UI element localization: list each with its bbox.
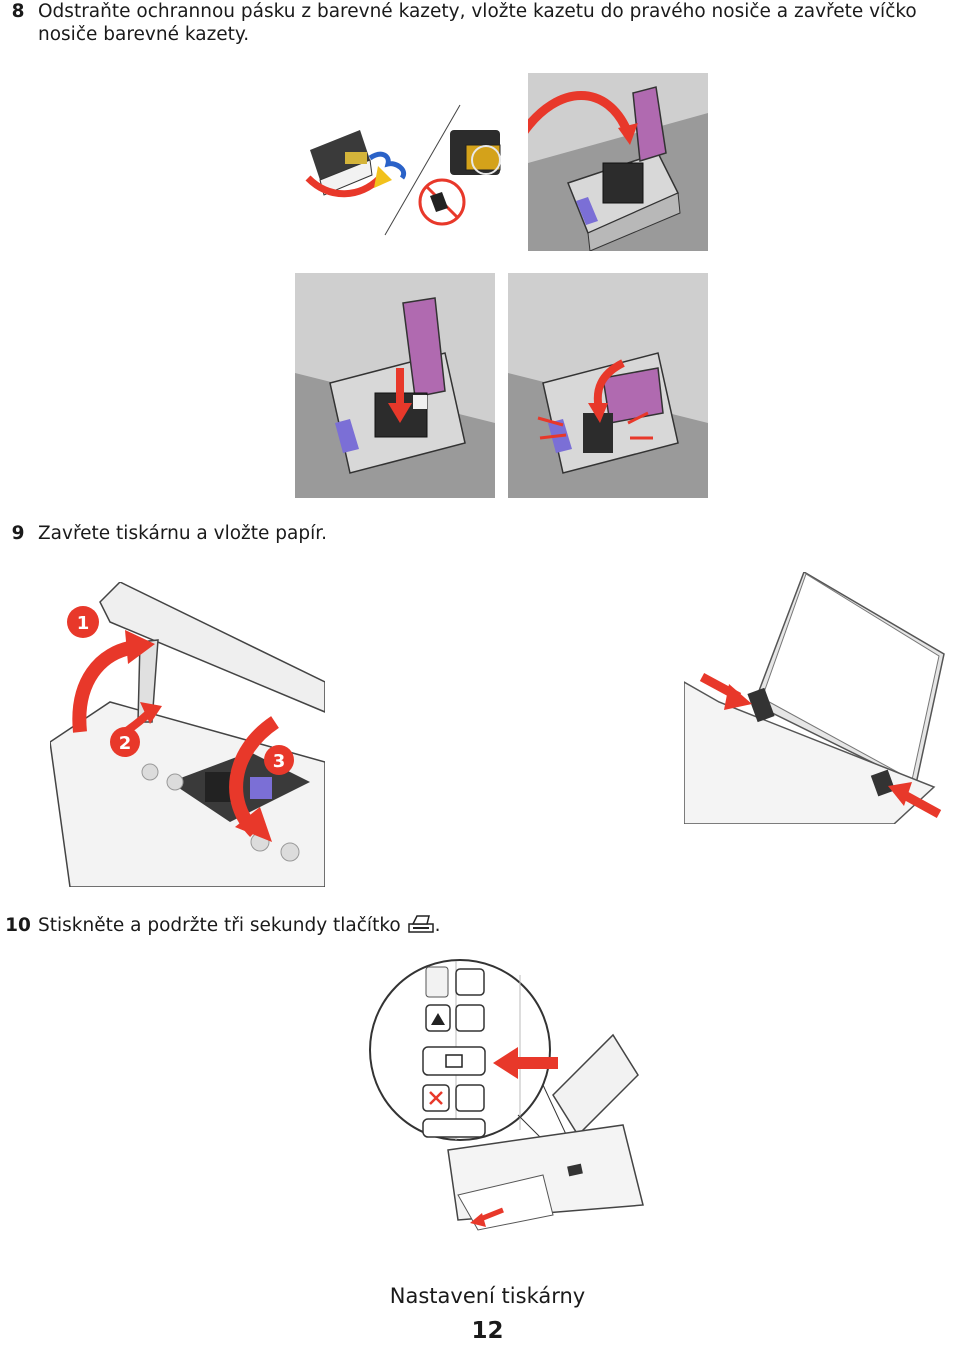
section-footer-title: Nastavení tiskárny xyxy=(389,1284,586,1308)
carrier-insert-illustration xyxy=(528,73,708,251)
press-button-illustration xyxy=(368,955,648,1240)
step-text: Stiskněte a podržte tři sekundy tlačítko… xyxy=(38,914,441,936)
callout-3: 3 xyxy=(264,745,294,775)
step-text: Odstraňte ochrannou pásku z barevné kaze… xyxy=(38,1,917,45)
step-number: 9 xyxy=(11,523,25,544)
step-number: 8 xyxy=(11,1,25,22)
svg-text:2: 2 xyxy=(119,733,132,754)
page-number: 12 xyxy=(471,1318,504,1344)
load-paper-illustration xyxy=(684,572,954,824)
close-lid-illustration xyxy=(295,273,495,498)
callout-1: 1 xyxy=(67,606,99,638)
svg-text:1: 1 xyxy=(77,613,90,634)
step-number: 10 xyxy=(5,915,31,936)
callout-2: 2 xyxy=(110,727,140,757)
remove-tape-illustration xyxy=(290,100,515,240)
step-text: Zavřete tiskárnu a vložte papír. xyxy=(38,523,328,544)
scan-copy-button-icon xyxy=(407,914,435,934)
lid-closed-illustration xyxy=(508,273,708,498)
close-printer-illustration: 1 2 3 xyxy=(50,582,325,887)
svg-text:3: 3 xyxy=(273,751,286,772)
